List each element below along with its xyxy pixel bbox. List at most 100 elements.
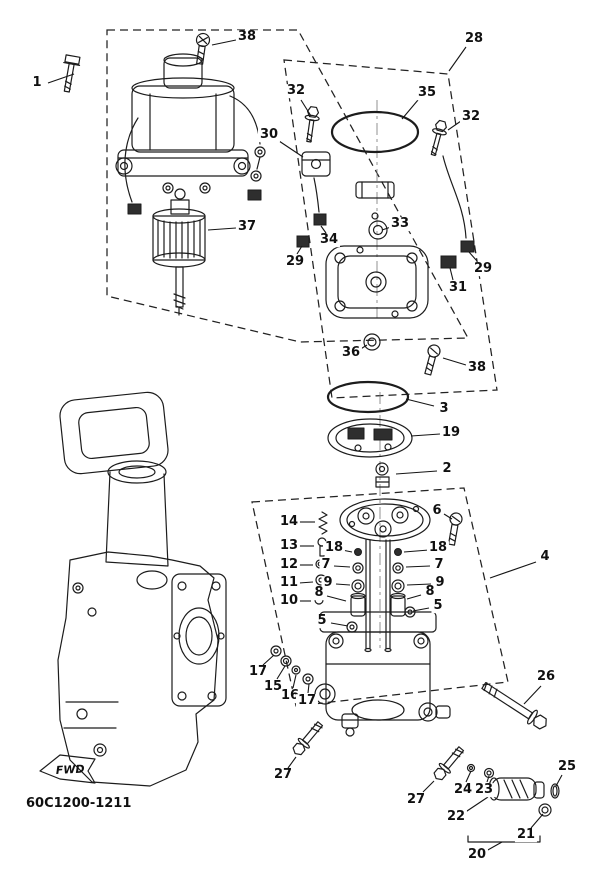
leader-line-23: [486, 775, 490, 783]
callout-20: 20: [465, 847, 489, 863]
callout-28: 28: [462, 31, 486, 47]
bolt-1: [63, 54, 81, 93]
callout-33: 33: [388, 216, 412, 232]
leader-line-11: [298, 581, 314, 584]
callout-32: 32: [284, 83, 308, 99]
callout-32: 32: [459, 109, 483, 125]
manifold-body: [314, 611, 451, 737]
leader-line-37: [207, 227, 237, 231]
callout-26: 26: [534, 669, 558, 685]
valve-sleeve-assembly: [467, 777, 560, 843]
callout-38: 38: [235, 29, 259, 45]
fwd-flag: FWD: [39, 754, 96, 784]
callout-10: 10: [277, 593, 301, 609]
screw-38-top: [195, 32, 211, 65]
leader-line-2: [395, 470, 438, 475]
callout-34: 34: [317, 232, 341, 248]
leader-line-18: [403, 549, 430, 553]
brush-34: [313, 213, 327, 226]
brush-29-right: [460, 240, 475, 253]
callout-13: 13: [277, 538, 301, 554]
electric-motor: [115, 53, 266, 215]
leader-line-3: [405, 398, 435, 407]
callout-17: 17: [295, 693, 319, 709]
callout-7: 7: [319, 557, 333, 573]
brush-29-left: [296, 235, 310, 248]
callout-15: 15: [261, 679, 285, 695]
leader-line-6: [443, 513, 453, 520]
valve-pair-8: [350, 592, 406, 617]
callout-23: 23: [472, 782, 496, 798]
leader-line-32: [300, 99, 312, 117]
leader-line-1: [47, 73, 75, 84]
diagram-code: 60C1200-1211: [26, 796, 132, 811]
leader-line-17: [307, 683, 310, 694]
callout-24: 24: [451, 782, 475, 798]
callout-17: 17: [246, 664, 270, 680]
bolt-27-left: [292, 721, 324, 756]
bracket-30: [301, 151, 331, 177]
grommet-36: [363, 333, 381, 351]
callout-16: 16: [278, 688, 302, 704]
callout-1: 1: [30, 75, 44, 91]
bearing-33: [368, 212, 388, 240]
leader-line-25: [555, 774, 563, 787]
leader-line-19: [410, 433, 441, 437]
leader-line-29: [296, 245, 303, 255]
leader-line-35: [401, 99, 419, 120]
leader-line-32: [447, 120, 462, 131]
callout-38: 38: [465, 360, 489, 376]
callout-8: 8: [423, 584, 437, 600]
brush-31: [440, 255, 457, 269]
leader-line-26: [523, 685, 542, 705]
leader-line-34: [320, 225, 327, 234]
leader-line-30: [278, 140, 304, 158]
callout-35: 35: [415, 85, 439, 101]
leader-line-5: [330, 622, 349, 627]
dashed-box-pump: [283, 59, 498, 399]
callout-5: 5: [315, 613, 329, 629]
callout-4: 4: [538, 549, 552, 565]
valve-pair-7: [352, 562, 404, 574]
callout-5: 5: [431, 598, 445, 614]
callout-29: 29: [471, 261, 495, 277]
fwd-label: FWD: [55, 763, 84, 777]
leader-line-24: [465, 770, 472, 783]
callout-11: 11: [277, 575, 301, 591]
o-ring-3: [326, 380, 410, 414]
leader-line-38: [442, 357, 467, 366]
leader-line-22: [463, 796, 489, 814]
callout-3: 3: [437, 401, 451, 417]
bolt-32-left: [304, 106, 320, 143]
brush-wire: [442, 155, 467, 239]
piston-rods: [364, 539, 392, 653]
leader-line-7: [405, 565, 431, 568]
callout-21: 21: [514, 827, 538, 843]
washers-5: [346, 606, 416, 633]
leader-line-31: [449, 267, 454, 281]
leader-line-16: [292, 674, 297, 689]
plugs-17-15-16-17: [270, 645, 314, 685]
callout-29: 29: [283, 254, 307, 270]
leader-line-8: [406, 594, 422, 600]
leader-line-15: [276, 665, 286, 680]
screw-38-bottom: [424, 344, 441, 376]
washers-24-23: [466, 763, 495, 779]
callout-8: 8: [312, 585, 326, 601]
callout-36: 36: [339, 345, 363, 361]
leader-line-27: [422, 780, 435, 793]
leader-line-8: [326, 595, 347, 602]
leader-line-4: [489, 561, 537, 579]
armature-37: [152, 188, 206, 316]
callout-6: 6: [430, 503, 444, 519]
leader-line-38: [211, 39, 237, 46]
dashed-box-manifold: [251, 487, 509, 707]
callout-18: 18: [322, 540, 346, 556]
callout-7: 7: [432, 557, 446, 573]
callout-14: 14: [277, 514, 301, 530]
pump-cover-19: [327, 418, 413, 458]
leader-line-7: [333, 565, 351, 568]
motor-bracket: [355, 181, 395, 199]
callout-30: 30: [257, 127, 281, 143]
